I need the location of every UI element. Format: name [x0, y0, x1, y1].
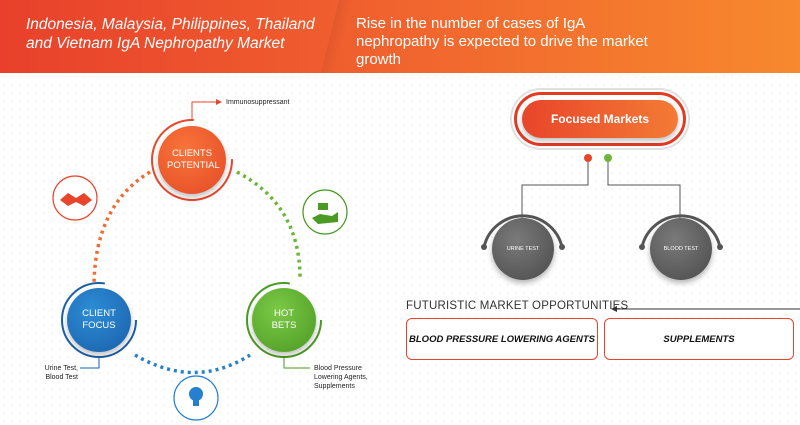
- connector-blood: [607, 162, 681, 218]
- ring-hand: [302, 189, 348, 235]
- opportunity-card-2: SUPPLEMENTS: [604, 318, 794, 360]
- connector-urine: [521, 162, 589, 218]
- page-tagline: Rise in the number of cases of IgA nephr…: [356, 15, 648, 68]
- ring-urine: [482, 214, 564, 248]
- header-banner: Indonesia, Malaysia, Philippines, Thaila…: [0, 0, 800, 73]
- hand-money-icon: [312, 203, 338, 224]
- urine-test-label: URINE TEST: [506, 246, 540, 252]
- blood-test-label: BLOOD TEST: [663, 246, 699, 252]
- client-focus-circle: CLIENT FOCUS: [67, 288, 131, 352]
- clients-potential-circle: CLIENTS POTENTIAL: [158, 126, 226, 194]
- arc-blue: [134, 353, 251, 375]
- handshake-icon: [60, 193, 92, 206]
- client-focus-label: CLIENT FOCUS: [82, 308, 116, 331]
- hot-bets-label: HOT BETS: [271, 308, 297, 331]
- potential-note: Immunosuppressant: [226, 99, 290, 106]
- dot-red: [584, 154, 592, 162]
- bulb-icon: [189, 387, 203, 406]
- page-title: Indonesia, Malaysia, Philippines, Thaila…: [26, 16, 315, 52]
- focused-markets-title: Focused Markets: [522, 100, 678, 138]
- hot-bets-circle: HOT BETS: [252, 288, 316, 352]
- focus-note: Urine Test, Blood Test: [44, 365, 78, 381]
- arrow-hotbets: [283, 357, 310, 369]
- arc-orange: [92, 170, 151, 286]
- hotbets-note: Blood Pressure Lowering Agents, Suppleme…: [314, 365, 368, 390]
- arrow-potential: [191, 101, 218, 120]
- ring-blood: [640, 214, 722, 248]
- focused-markets-pill-outline: [514, 92, 686, 146]
- dot-green: [604, 154, 612, 162]
- opportunity-label-2: SUPPLEMENTS: [663, 333, 735, 345]
- blood-test-circle: BLOOD TEST: [650, 218, 712, 280]
- urine-test-circle: URINE TEST: [492, 218, 554, 280]
- arrow-potential-head: [216, 99, 222, 105]
- dot-blood-left: [639, 244, 645, 250]
- arrow-focus: [80, 357, 100, 369]
- opportunities-title: FUTURISTIC MARKET OPPORTUNITIES: [406, 300, 629, 312]
- dot-urine-left: [481, 244, 487, 250]
- opportunity-label-1: BLOOD PRESSURE LOWERING AGENTS: [409, 333, 595, 345]
- arc-green: [236, 170, 302, 279]
- dot-blood-right: [717, 244, 723, 250]
- opportunity-card-1: BLOOD PRESSURE LOWERING AGENTS: [406, 318, 598, 360]
- opp-arrow-head: [611, 306, 617, 312]
- clients-potential-label: CLIENTS POTENTIAL: [167, 148, 220, 171]
- dot-urine-right: [559, 244, 565, 250]
